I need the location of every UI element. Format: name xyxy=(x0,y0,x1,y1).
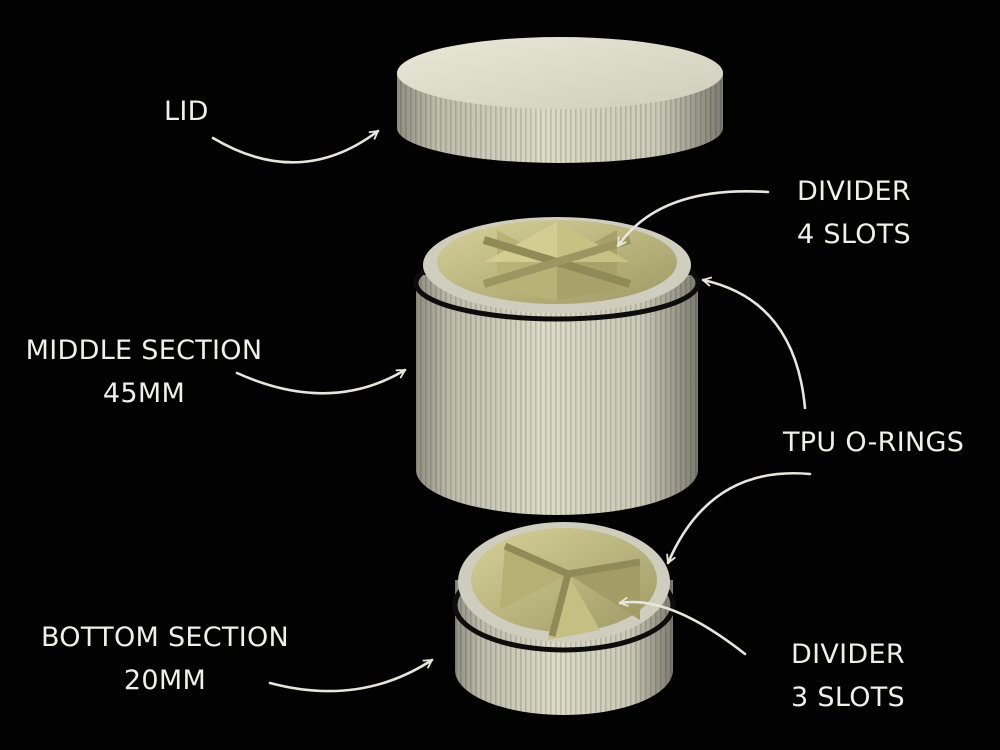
arrow-middle xyxy=(235,368,407,395)
divider-3-line2: 3 SLOTS xyxy=(791,682,905,713)
lid xyxy=(397,37,723,163)
lid-label: LID xyxy=(164,90,209,133)
annotation-arrows xyxy=(211,129,812,693)
tpu-o-rings-label: TPU O-RINGS xyxy=(783,421,964,464)
divider-4-slots-label: DIVIDER 4 SLOTS xyxy=(770,170,938,256)
arrow-oring-bottom xyxy=(668,471,812,565)
arrow-bottom xyxy=(268,658,434,693)
middle-section-line2: 45MM xyxy=(102,378,186,409)
arrow-oring-top xyxy=(701,280,807,410)
arrow-lid xyxy=(211,129,380,164)
bottom-section xyxy=(452,522,676,715)
tpu-o-rings-text: TPU O-RINGS xyxy=(783,427,965,458)
divider-3-slots-label: DIVIDER 3 SLOTS xyxy=(764,633,932,719)
divider-4-slots xyxy=(482,222,632,300)
bottom-section-line1: BOTTOM SECTION xyxy=(40,622,290,653)
middle-section-line1: MIDDLE SECTION xyxy=(25,335,263,366)
arrow-divider-3 xyxy=(618,602,747,656)
arrow-divider-4 xyxy=(616,190,770,248)
bottom-section-line2: 20MM xyxy=(123,665,207,696)
lid-label-text: LID xyxy=(164,96,209,127)
divider-3-line1: DIVIDER xyxy=(791,639,905,670)
bottom-section-label: BOTTOM SECTION 20MM xyxy=(30,616,300,702)
divider-4-line2: 4 SLOTS xyxy=(797,219,911,250)
middle-section-label: MIDDLE SECTION 45MM xyxy=(14,329,274,415)
middle-section xyxy=(413,217,701,515)
divider-4-line1: DIVIDER xyxy=(797,176,911,207)
